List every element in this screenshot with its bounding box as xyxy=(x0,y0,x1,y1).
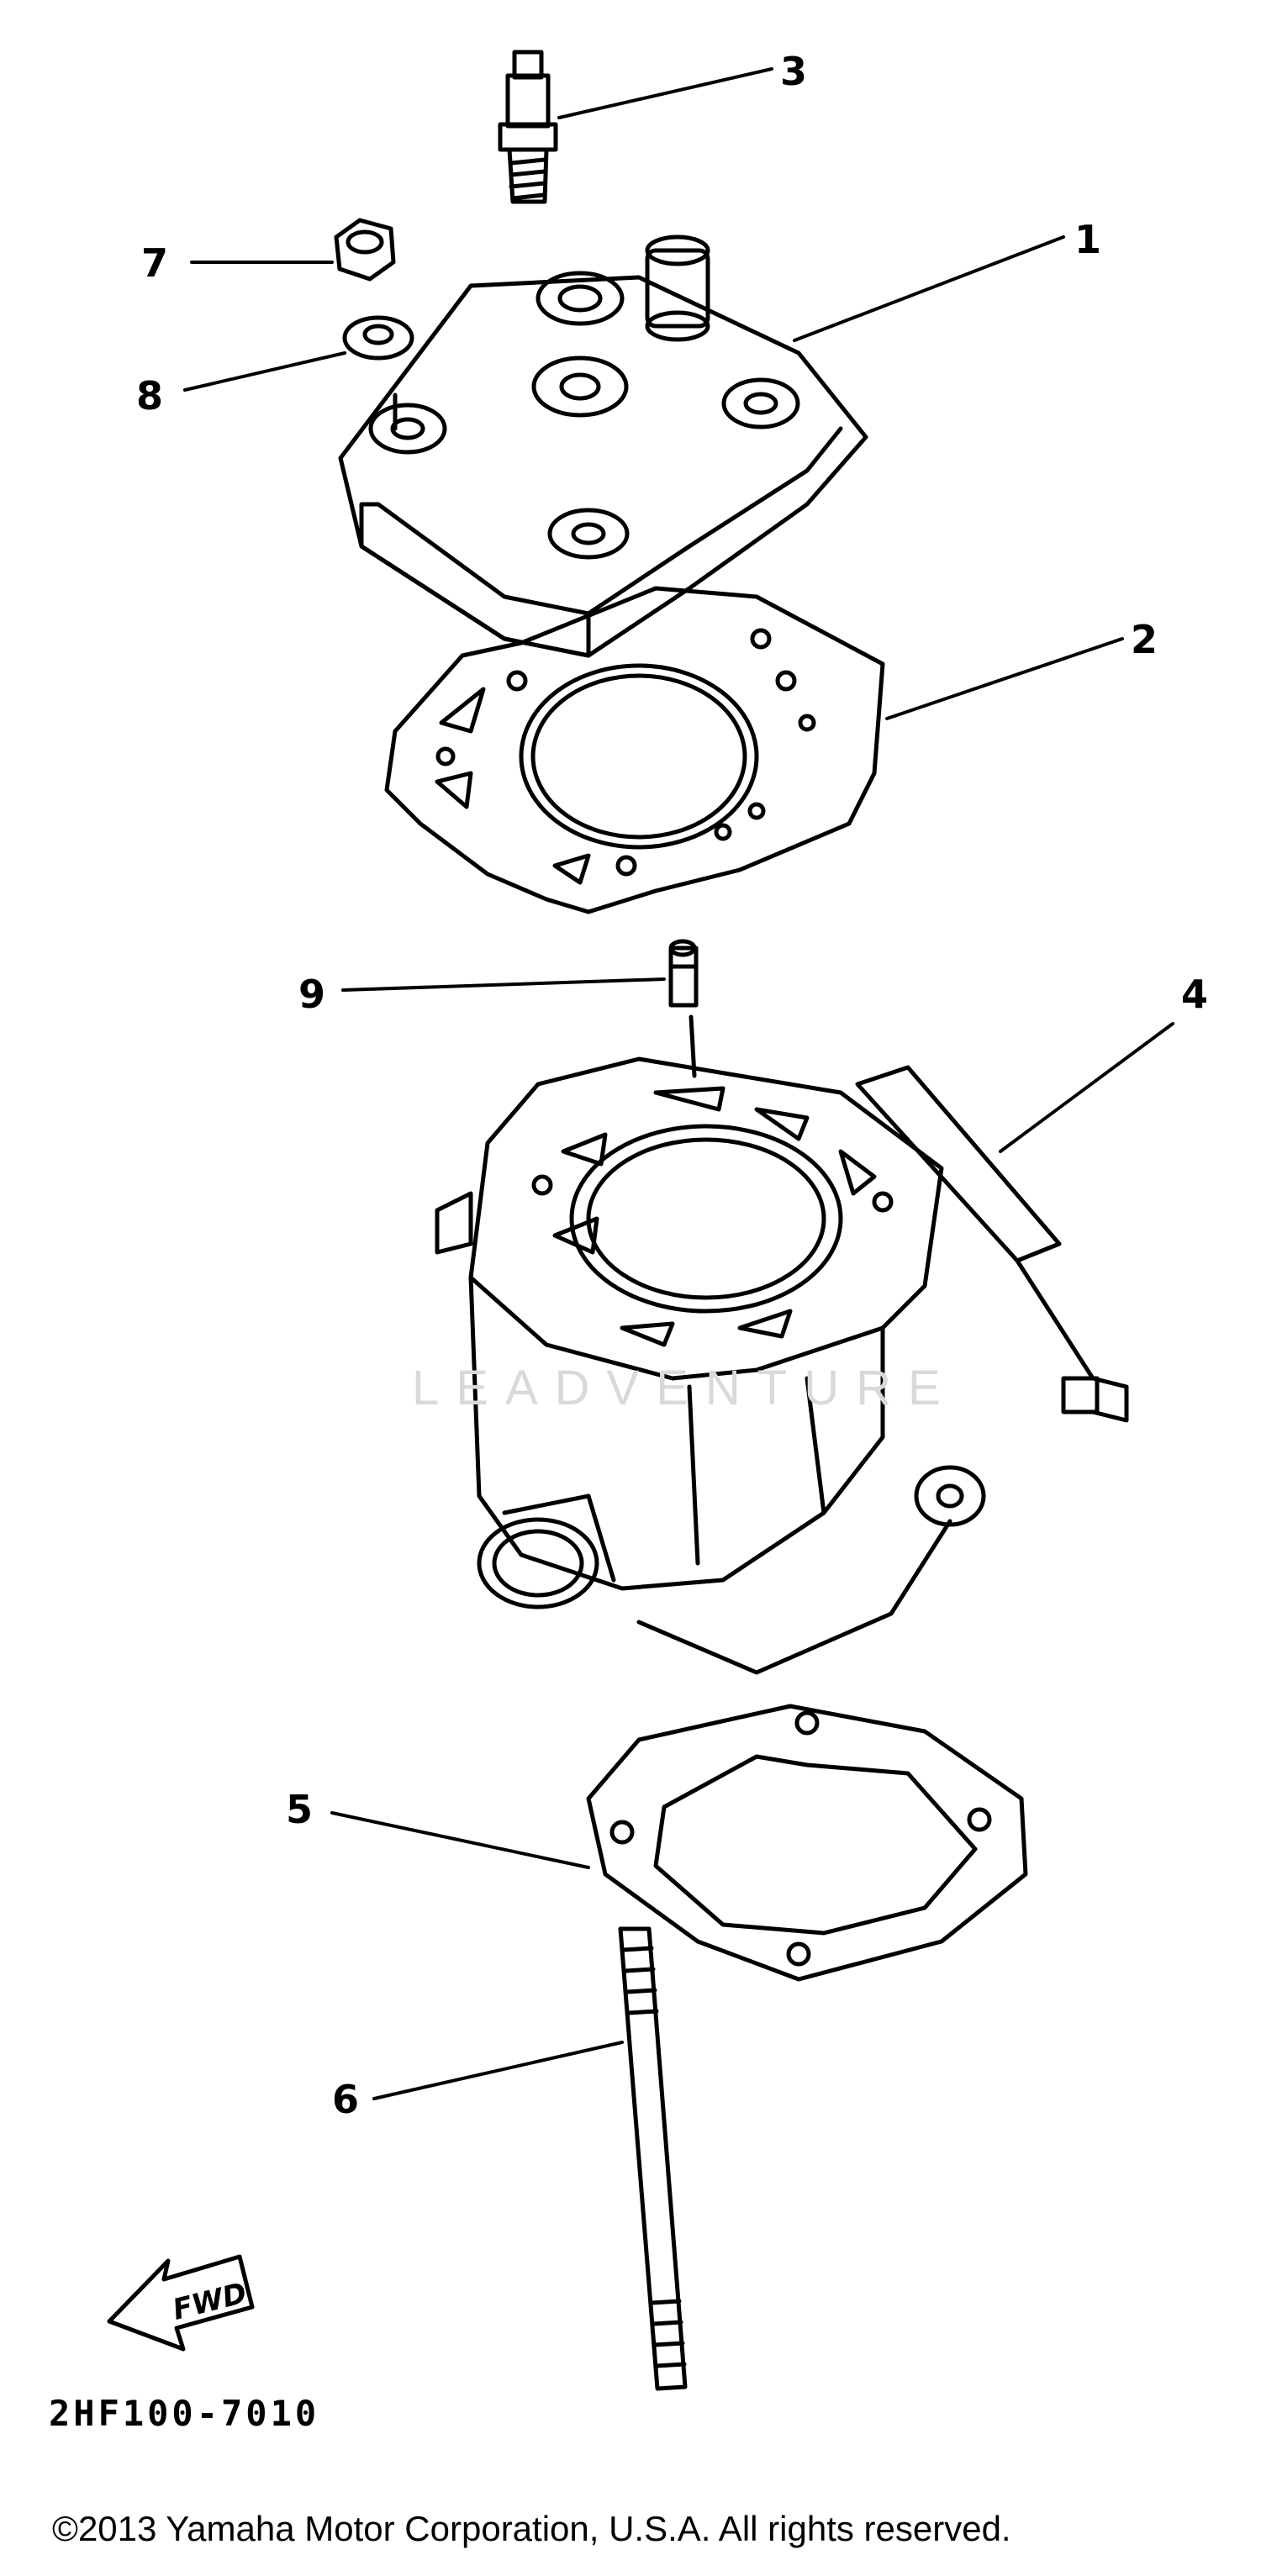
callout-6: 6 xyxy=(332,2077,360,2122)
stud-bolt xyxy=(618,1926,688,2391)
callout-4: 4 xyxy=(1181,972,1209,1017)
cylinder xyxy=(435,1056,1129,1675)
spark-plug xyxy=(498,50,558,204)
watermark: LEADVENTURE xyxy=(412,1361,958,1415)
copyright-notice: ©2013 Yamaha Motor Corporation, U.S.A. A… xyxy=(52,2509,1011,2548)
callout-9: 9 xyxy=(298,972,326,1017)
cylinder-head xyxy=(338,234,868,658)
base-gasket xyxy=(586,1704,1028,1982)
callout-7: 7 xyxy=(141,240,169,286)
callout-1: 1 xyxy=(1074,217,1102,262)
callout-8: 8 xyxy=(136,373,164,419)
dowel-pin xyxy=(668,939,699,1078)
drawing-code: 2HF100-7010 xyxy=(49,2393,320,2434)
callout-2: 2 xyxy=(1131,617,1158,662)
callout-3: 3 xyxy=(780,49,808,94)
nut xyxy=(334,218,396,282)
leader-lines xyxy=(183,67,1174,2100)
callout-5: 5 xyxy=(286,1787,314,1832)
washer xyxy=(342,315,414,361)
head-gasket xyxy=(384,586,885,914)
forward-arrow-icon: FWD xyxy=(107,2254,255,2352)
